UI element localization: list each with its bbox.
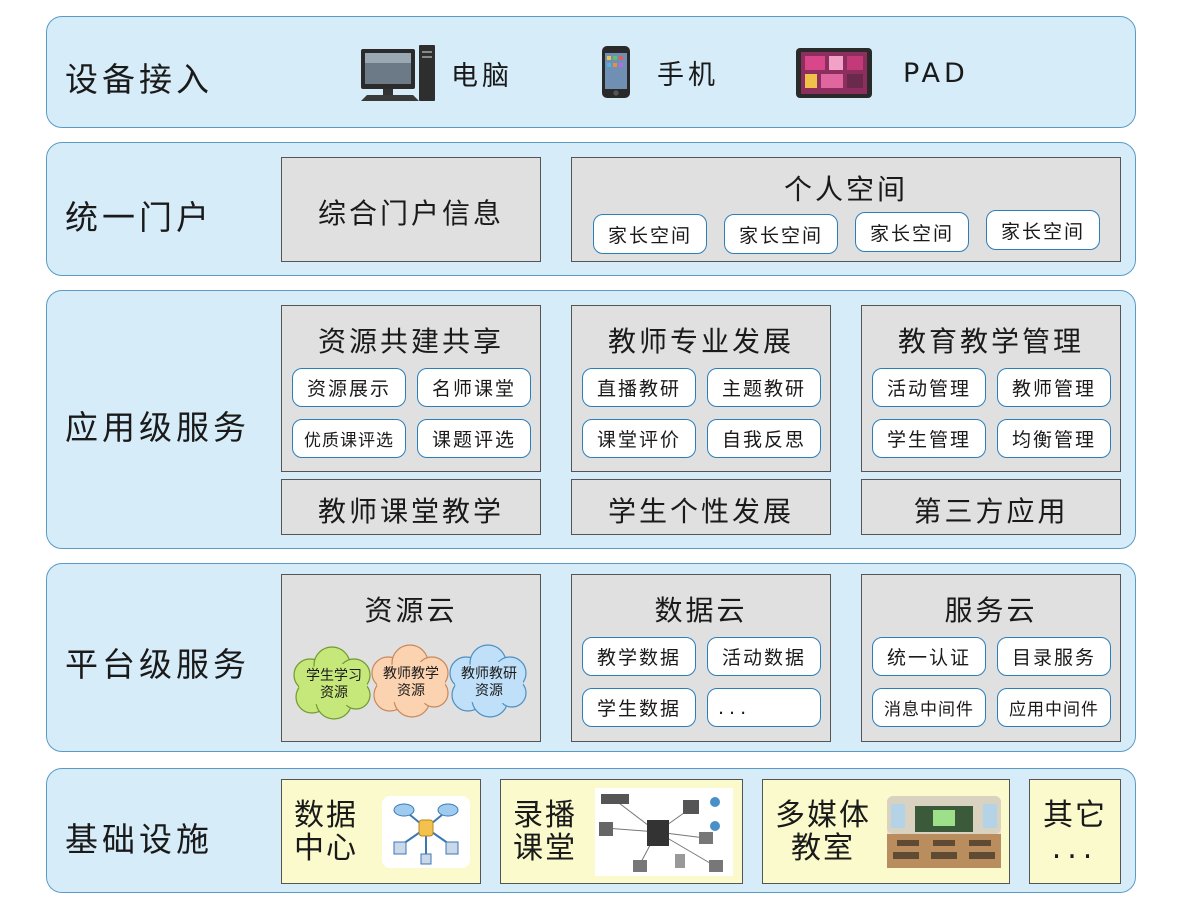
resource-cloud-box: 资源云 学生学习 资源 教师教学 资源 [281,574,541,742]
teacher-research-cloud-icon [449,644,527,718]
recording-classroom-label: 录播 课堂 [513,799,577,865]
cloud-label-line: 教师教学 [383,666,439,682]
student-development-box: 学生个性发展 [571,479,831,535]
multimedia-classroom-line: 教室 [791,831,855,866]
multimedia-classroom-label: 多媒体 教室 [775,799,871,865]
cloud-label-line: 学生学习 [306,668,362,684]
device-computer-label: 电脑 [451,60,513,92]
personal-space-item: 家长空间 [593,214,707,254]
desktop-computer-icon [361,45,435,101]
classroom-photo-icon [887,796,1001,868]
resource-sharing-box: 资源共建共享 资源展示 名师课堂 优质课评选 课题评选 [281,305,541,472]
resource-sharing-item: 名师课堂 [417,368,531,407]
data-cloud-box: 数据云 教学数据 活动数据 学生数据 ... [571,574,831,742]
data-cloud-item: 教学数据 [582,637,696,676]
unified-portal-title: 统一门户 [65,198,213,237]
infrastructure-title: 基础设施 [65,820,213,859]
recording-network-icon [595,788,733,876]
teacher-development-title: 教师专业发展 [607,325,794,358]
cloud-label-line: 资源 [397,683,425,699]
service-cloud-item: 目录服务 [997,637,1111,676]
others-box: 其它 ... [1029,779,1121,884]
resource-sharing-item: 优质课评选 [292,419,406,458]
cloud-label-teaching: 教师教学 资源 [375,666,447,700]
tablet-icon [796,48,872,98]
service-cloud-item: 消息中间件 [872,688,986,727]
teacher-classroom-box: 教师课堂教学 [281,479,541,535]
third-party-apps-label: 第三方应用 [913,495,1069,528]
education-management-item: 教师管理 [997,368,1111,407]
platform-services-title: 平台级服务 [65,645,250,684]
personal-space-item: 家长空间 [855,212,969,252]
student-development-label: 学生个性发展 [607,495,794,528]
education-management-item: 活动管理 [872,368,986,407]
service-cloud-item: 应用中间件 [997,688,1111,727]
data-cloud-item: ... [707,688,821,727]
cloud-label-line: 教师教研 [461,666,517,682]
personal-space-box: 个人空间 家长空间 家长空间 家长空间 家长空间 [571,157,1121,262]
device-phone-label: 手机 [657,59,719,91]
teacher-development-item: 主题教研 [707,368,821,407]
infrastructure-layer: 基础设施 数据 中心 录播 课堂 [46,768,1136,893]
teacher-teaching-cloud-icon [371,644,449,718]
cloud-label-student: 学生学习 资源 [298,668,370,702]
recording-classroom-line: 录播 [513,798,577,833]
device-pad-label: PAD [903,57,969,89]
cloud-shapes [293,644,527,720]
resource-cloud-title: 资源云 [364,594,458,627]
portal-info-box: 综合门户信息 [281,157,541,262]
personal-space-item: 家长空间 [724,214,838,254]
service-cloud-title: 服务云 [944,594,1038,627]
teacher-development-item: 直播教研 [582,368,696,407]
third-party-apps-box: 第三方应用 [861,479,1121,535]
device-access-layer: 设备接入 电脑 手机 [46,16,1136,128]
data-center-icon [382,796,470,868]
cloud-label-line: 资源 [320,685,348,701]
recording-classroom-box: 录播 课堂 [500,779,743,884]
teacher-classroom-label: 教师课堂教学 [317,495,504,528]
device-pad: PAD [795,47,969,99]
service-cloud-box: 服务云 统一认证 目录服务 消息中间件 应用中间件 [861,574,1121,742]
data-center-line: 中心 [294,831,358,866]
data-cloud-item: 活动数据 [707,637,821,676]
portal-info-label: 综合门户信息 [317,197,504,230]
smartphone-icon [602,46,630,98]
education-management-title: 教育教学管理 [897,325,1084,358]
data-center-label: 数据 中心 [294,799,358,865]
data-cloud-title: 数据云 [654,594,748,627]
data-cloud-item: 学生数据 [582,688,696,727]
application-services-title: 应用级服务 [65,408,250,447]
device-access-title: 设备接入 [65,60,213,99]
others-line: 其它 [1043,798,1107,833]
cloud-label-research: 教师教研 资源 [453,666,525,700]
multimedia-classroom-line: 多媒体 [775,798,871,833]
multimedia-classroom-box: 多媒体 教室 [762,779,1010,884]
platform-services-layer: 平台级服务 资源云 学生学习 资源 教师教学 [46,563,1136,752]
resource-sharing-item: 课题评选 [417,419,531,458]
unified-portal-layer: 统一门户 综合门户信息 个人空间 家长空间 家长空间 家长空间 家长空间 [46,142,1136,276]
data-center-line: 数据 [294,798,358,833]
personal-space-item: 家长空间 [986,210,1100,250]
student-resource-cloud-icon [293,646,371,720]
device-computer: 电脑 [359,43,513,103]
teacher-development-box: 教师专业发展 直播教研 主题教研 课堂评价 自我反思 [571,305,831,472]
device-phone: 手机 [601,45,719,99]
teacher-development-item: 课堂评价 [582,419,696,458]
education-management-item: 学生管理 [872,419,986,458]
recording-classroom-line: 课堂 [513,831,577,866]
cloud-label-line: 资源 [475,683,503,699]
service-cloud-item: 统一认证 [872,637,986,676]
personal-space-title: 个人空间 [783,173,908,206]
application-services-layer: 应用级服务 资源共建共享 资源展示 名师课堂 优质课评选 课题评选 教师课堂教学… [46,290,1136,549]
data-center-box: 数据 中心 [281,779,481,884]
teacher-development-item: 自我反思 [707,419,821,458]
others-label: 其它 ... [1030,799,1120,865]
resource-sharing-title: 资源共建共享 [317,325,504,358]
others-line: ... [1051,831,1099,866]
education-management-item: 均衡管理 [997,419,1111,458]
education-management-box: 教育教学管理 活动管理 教师管理 学生管理 均衡管理 [861,305,1121,472]
resource-sharing-item: 资源展示 [292,368,406,407]
